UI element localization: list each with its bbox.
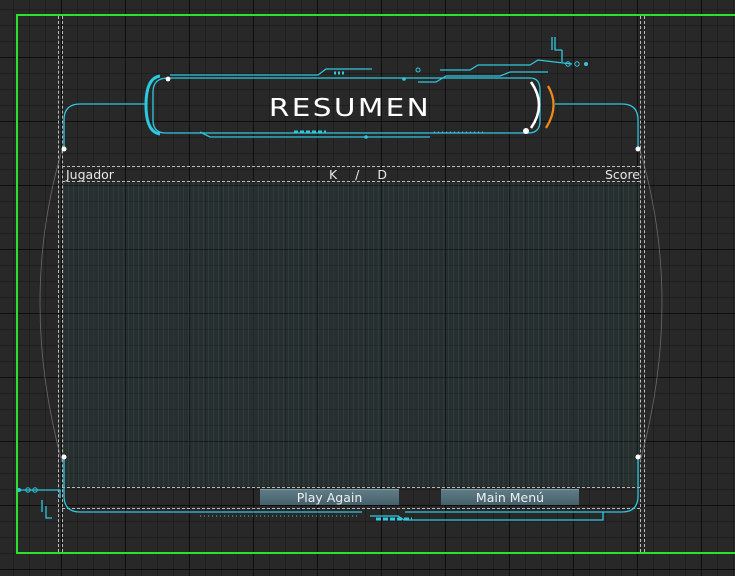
top-bracket: [551, 37, 562, 51]
column-header-kd: K / D: [329, 167, 394, 182]
node-left-bottom: [61, 454, 67, 460]
right-grey-curve: [639, 149, 663, 463]
orange-accent-arc: [545, 85, 555, 129]
node-ring-bottom-2: [32, 487, 38, 493]
left-grey-curve: [39, 149, 63, 463]
top-trace-far: [440, 59, 573, 71]
main-menu-button[interactable]: Main Menú: [441, 489, 579, 505]
top-trace-left: [170, 68, 372, 76]
capsule-under-trace: [199, 131, 430, 138]
node-dot-trace: [402, 77, 406, 81]
results-list-area[interactable]: [63, 183, 639, 486]
node-ring-top-2: [574, 61, 580, 67]
column-header-player: Jugador: [66, 167, 114, 182]
right-lower-arc: [405, 458, 639, 513]
table-header: Jugador K / D Score: [62, 167, 640, 182]
node-capsule-left: [165, 76, 171, 82]
node-ring-mid: [415, 67, 421, 73]
header-guide-bottom: [62, 181, 640, 182]
title-capsule-left-arc: [144, 74, 161, 136]
left-lower-arc: [63, 458, 362, 513]
play-again-button[interactable]: Play Again: [260, 489, 399, 505]
node-dot-top: [584, 62, 588, 66]
title-capsule-right-arc: [529, 81, 541, 129]
bottom-bracket: [41, 500, 52, 519]
node-right-bottom: [635, 454, 641, 460]
footer-guide-top: [62, 487, 640, 488]
node-dot-capsule: [364, 135, 368, 139]
guide-line-right-outer: [644, 16, 645, 552]
node-right-top: [635, 146, 641, 152]
node-left-top: [61, 146, 67, 152]
right-upper-arc: [555, 103, 639, 148]
guide-line-left-outer: [58, 16, 59, 552]
guide-line-left-inner: [62, 16, 63, 552]
safe-area-frame: [16, 14, 735, 554]
left-upper-arc: [63, 103, 146, 148]
header-guide-top: [62, 166, 640, 167]
node-dot-bottom: [17, 488, 21, 492]
top-trace-right: [418, 71, 548, 83]
node-capsule-right: [523, 128, 529, 134]
guide-line-right-inner: [640, 16, 641, 552]
column-header-score: Score: [604, 167, 640, 182]
bottom-left-wire: [20, 489, 61, 498]
node-ring-bottom-1: [25, 487, 31, 493]
footer-guide-bottom: [62, 508, 640, 509]
page-title: RESUMEN: [268, 93, 432, 122]
node-ring-top-1: [565, 61, 571, 67]
